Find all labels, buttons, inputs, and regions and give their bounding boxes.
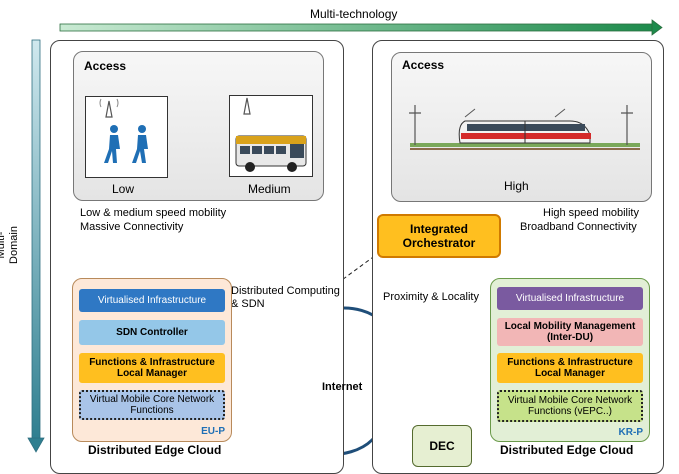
kr-p-node: Virtualised Infrastructure Local Mobilit… xyxy=(490,278,650,442)
multi-technology-label: Multi-technology xyxy=(310,7,398,21)
pedestrians-icon xyxy=(99,98,148,163)
sdn-controller: SDN Controller xyxy=(79,320,225,345)
right-cloud-label: Distributed Edge Cloud xyxy=(500,443,634,457)
left-fil-line1: Functions & Infrastructure xyxy=(89,357,215,368)
lmm-line2: (Inter-DU) xyxy=(546,332,594,343)
right-vmcn-line2: Functions (vEPC..) xyxy=(528,406,612,417)
local-mobility-management: Local Mobility Management(Inter-DU) xyxy=(497,318,643,346)
orchestrator-line2: Orchestrator xyxy=(402,236,476,250)
distributed-computing-line2: & SDN xyxy=(231,298,265,310)
multi-domain-arrow xyxy=(27,39,45,453)
right-caption-line2: Broadband Connectivity xyxy=(520,221,637,233)
high-speed-label: High xyxy=(504,179,529,193)
multi-domain-label: Multi-Domain xyxy=(0,226,20,264)
right-access-title: Access xyxy=(402,58,445,72)
left-vmcn-line2: Functions xyxy=(130,405,174,416)
left-access-title: Access xyxy=(84,59,127,73)
left-vmcn-line1: Virtual Mobile Core Network xyxy=(89,394,215,405)
left-virtualised-infrastructure: Virtualised Infrastructure xyxy=(79,289,225,312)
right-fil-line1: Functions & Infrastructure xyxy=(507,357,633,368)
train-scene-icon xyxy=(409,105,640,150)
orchestrator-line1: Integrated xyxy=(409,222,468,236)
distributed-computing-line1: Distributed Computing xyxy=(231,285,340,297)
eu-p-node: Virtualised Infrastructure SDN Controlle… xyxy=(72,278,232,442)
dec-node: DEC xyxy=(412,425,472,467)
low-speed-box xyxy=(85,96,168,178)
dec-label: DEC xyxy=(429,439,455,453)
right-caption-line1: High speed mobility xyxy=(543,207,639,219)
bus-icon xyxy=(235,97,307,172)
lmm-line1: Local Mobility Management xyxy=(504,321,636,332)
left-caption-line2: Massive Connectivity xyxy=(80,221,184,233)
low-speed-label: Low xyxy=(112,182,135,196)
right-fil-line2: Local Manager xyxy=(534,368,605,379)
eu-p-tag: EU-P xyxy=(201,426,225,437)
right-virtualised-infrastructure: Virtualised Infrastructure xyxy=(497,287,643,310)
multi-technology-arrow xyxy=(59,19,663,36)
proximity-locality-label: Proximity & Locality xyxy=(383,291,479,303)
right-vmcn-line1: Virtual Mobile Core Network xyxy=(507,395,633,406)
integrated-orchestrator: Integrated Orchestrator xyxy=(377,214,501,258)
medium-speed-label: Medium xyxy=(248,182,291,196)
internet-label: Internet xyxy=(322,381,363,393)
kr-p-tag: KR-P xyxy=(618,427,643,438)
left-cloud-label: Distributed Edge Cloud xyxy=(88,443,222,457)
left-caption-line1: Low & medium speed mobility xyxy=(80,207,227,219)
left-fil-line2: Local Manager xyxy=(116,368,187,379)
medium-speed-box xyxy=(229,95,313,177)
